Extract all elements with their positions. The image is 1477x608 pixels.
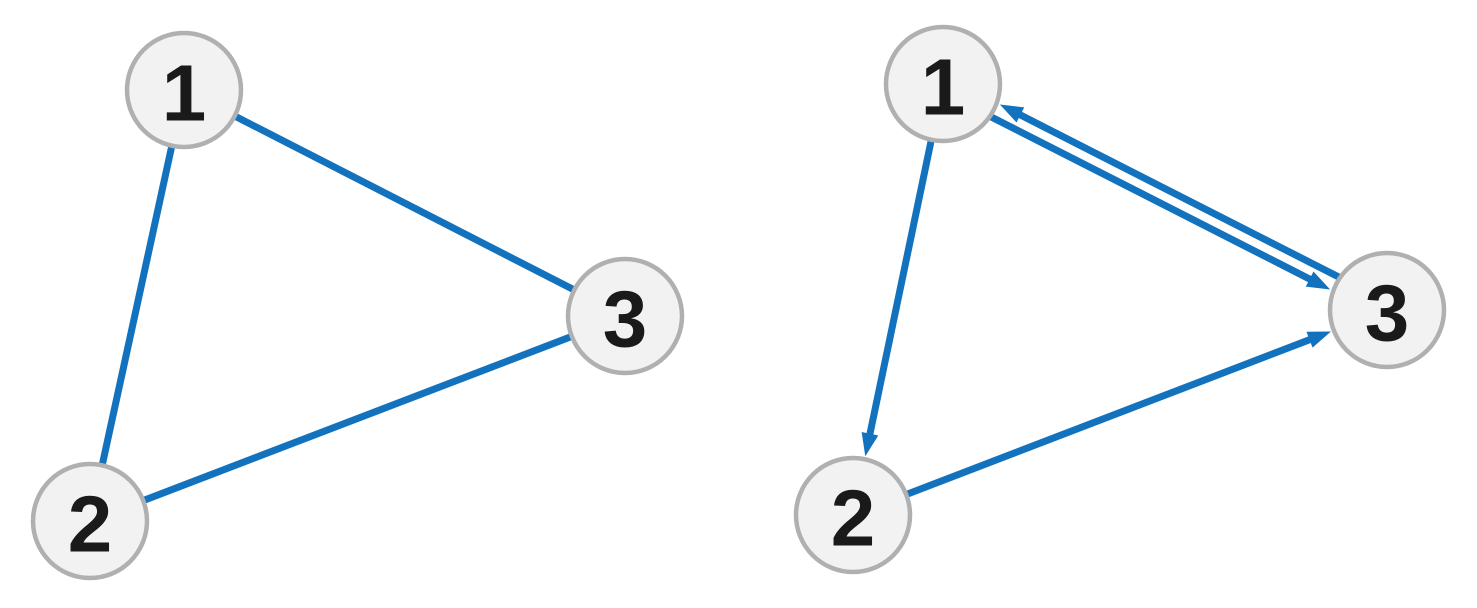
graph-node-undirected-3 (565, 256, 685, 376)
graph-node-directed-2 (793, 455, 913, 575)
edge-2-3 (140, 332, 575, 505)
edge-3-1 (1015, 110, 1343, 282)
node-label: 3 (603, 275, 648, 364)
graph-node-directed-3 (1327, 250, 1447, 370)
graph-node-undirected-2 (30, 461, 150, 581)
node-label: 2 (68, 480, 113, 569)
edge-arrowhead-1-2 (861, 432, 879, 457)
edge-1-2 (865, 137, 936, 439)
edge-1-2 (98, 142, 176, 469)
node-label: 3 (1365, 269, 1410, 358)
undirected-graph-panel: 1 2 3 (30, 30, 685, 581)
edge-2-3 (903, 335, 1315, 499)
directed-graph-panel: 1 2 3 (793, 24, 1447, 575)
graph-node-undirected-1 (124, 30, 244, 150)
edge-arrowhead-1-3 (1305, 271, 1331, 290)
node-label: 2 (831, 474, 876, 563)
node-label: 1 (921, 43, 966, 132)
node-label: 1 (162, 49, 207, 138)
graph-node-directed-1 (883, 24, 1003, 144)
edge-arrowhead-2-3 (1306, 331, 1331, 348)
edge-1-3 (987, 112, 1315, 284)
edge-arrowhead-3-1 (999, 104, 1025, 123)
edge-1-3 (231, 111, 578, 295)
